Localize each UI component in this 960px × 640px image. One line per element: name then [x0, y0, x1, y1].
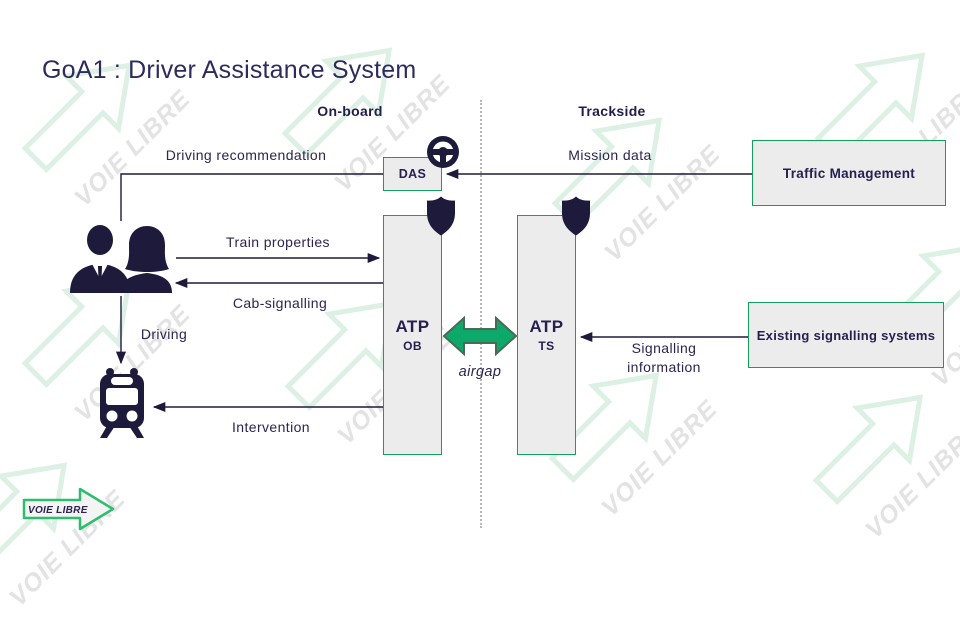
airgap-label: airgap [458, 364, 502, 380]
atp-ts-box: ATP TS [517, 215, 576, 455]
shield-icon [426, 196, 456, 236]
train-properties-label: Train properties [226, 234, 330, 250]
signalling-information-label: Signalling information [564, 339, 764, 377]
watermark-text: VOIE LIBRE [596, 395, 723, 522]
traffic-management-box: Traffic Management [752, 140, 946, 206]
voie-libre-logo-text: VOIE LIBRE [28, 505, 88, 516]
voie-libre-watermark: VOIE LIBRE [806, 352, 960, 567]
existing-signalling-label: Existing signalling systems [756, 327, 936, 343]
watermark-text: VOIE LIBRE [860, 417, 960, 544]
shield-icon [561, 196, 591, 236]
intervention-label: Intervention [232, 419, 310, 435]
watermark-arrow-icon [812, 394, 924, 505]
page-title: GoA1 : Driver Assistance System [42, 56, 417, 84]
atp-ts-sublabel: TS [538, 339, 555, 353]
existing-signalling-box: Existing signalling systems [748, 302, 944, 368]
steering-wheel-icon [426, 135, 460, 169]
signalling-information-line2: information [627, 359, 701, 375]
das-label: DAS [398, 167, 427, 181]
driving-label: Driving [140, 326, 188, 342]
atp-ob-box: ATP OB [383, 215, 442, 455]
signalling-information-line1: Signalling [631, 340, 697, 356]
trackside-header: Trackside [578, 103, 646, 119]
voie-libre-logo: VOIE LIBRE [22, 486, 116, 532]
atp-ob-sublabel: OB [403, 339, 422, 353]
cab-signalling-label: Cab-signalling [232, 295, 328, 311]
drivers-icon [70, 223, 172, 293]
atp-ts-label: ATP [529, 317, 564, 336]
mission-data-label: Mission data [568, 147, 652, 163]
onboard-header: On-board [317, 103, 383, 119]
voie-libre-watermark: VOIE LIBRE [15, 20, 205, 235]
train-icon [98, 366, 146, 440]
atp-ob-label: ATP [395, 317, 430, 336]
zone-divider-dotted-line [480, 100, 482, 528]
traffic-management-label: Traffic Management [782, 165, 916, 181]
driving-recommendation-label: Driving recommendation [165, 147, 327, 163]
